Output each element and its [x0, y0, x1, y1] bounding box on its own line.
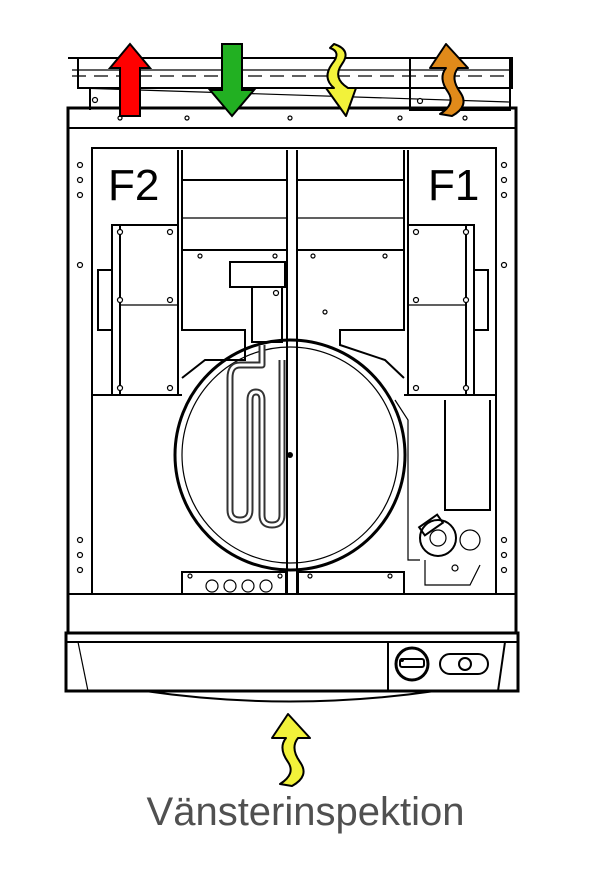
front-cover	[64, 631, 520, 703]
power-switch-icon[interactable]	[439, 653, 489, 675]
terminal-block	[181, 571, 405, 595]
fan-left-label: F2	[108, 161, 159, 210]
supply-air-arrow-icon	[207, 43, 257, 118]
heat-exchanger-wheel	[173, 338, 407, 572]
fan-f2: F2	[97, 161, 179, 396]
exhaust-air-arrow-icon	[107, 42, 153, 117]
view-caption: Vänsterinspektion	[146, 790, 465, 834]
fan-right-label: F1	[428, 161, 479, 210]
drive-motor	[394, 399, 491, 586]
internal-panels	[92, 150, 496, 594]
selector-knob-icon[interactable]	[394, 646, 430, 682]
extract-air-wavy-arrow-icon	[429, 43, 469, 117]
inspection-wavy-arrow-icon	[271, 713, 311, 787]
control-panel	[394, 646, 489, 682]
outdoor-air-wavy-arrow-icon	[325, 43, 357, 117]
fan-f1: F1	[407, 161, 489, 396]
heating-element	[226, 345, 286, 529]
